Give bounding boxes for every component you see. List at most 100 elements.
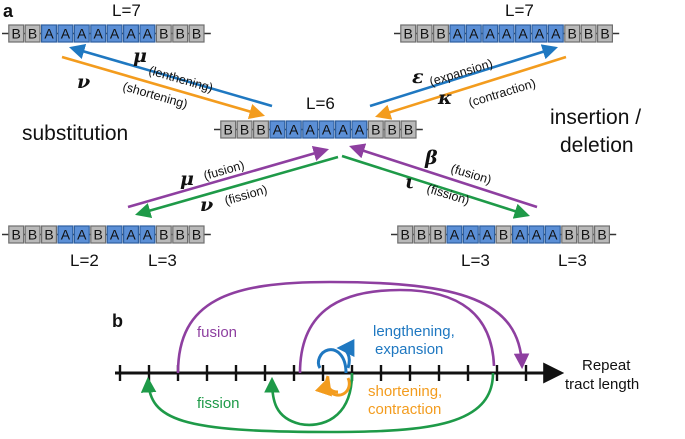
repeat-unit-cell bbox=[449, 24, 466, 43]
repeat-unit-cell bbox=[122, 24, 139, 43]
lengthening-label: lengthening, bbox=[373, 323, 455, 340]
cell-letter: B bbox=[568, 26, 577, 42]
arrow-fission-right bbox=[341, 154, 530, 219]
repeat-unit-cell bbox=[73, 24, 90, 43]
flank-unit-cell bbox=[24, 225, 41, 244]
cell-letter: A bbox=[44, 26, 54, 42]
length-bottom-right-2: L=3 bbox=[558, 251, 587, 270]
cell-letter: A bbox=[551, 26, 561, 42]
expansion-label: expansion bbox=[375, 341, 443, 358]
cell-letter: B bbox=[565, 227, 574, 243]
flank-unit-cell bbox=[577, 225, 594, 244]
repeat-unit-cell bbox=[351, 120, 368, 139]
cell-letter: A bbox=[77, 26, 87, 42]
cell-letter: B bbox=[12, 227, 21, 243]
arrow-shortening bbox=[61, 55, 265, 120]
cell-letter: A bbox=[273, 122, 283, 138]
arrow-fusion-left bbox=[127, 145, 329, 209]
panel-b-label: b bbox=[112, 311, 123, 331]
arrow-fission-left bbox=[134, 155, 339, 219]
flank-unit-cell bbox=[172, 24, 189, 43]
repeat-unit-cell bbox=[318, 120, 335, 139]
cell-letter: A bbox=[77, 227, 87, 243]
repeat-unit-cell bbox=[514, 24, 531, 43]
lengthening-loop bbox=[316, 348, 348, 374]
cell-letter: B bbox=[433, 227, 442, 243]
cell-letter: A bbox=[289, 122, 299, 138]
cell-letter: B bbox=[28, 227, 37, 243]
fusion-loop-outer bbox=[176, 280, 530, 374]
cell-letter: A bbox=[322, 122, 332, 138]
label-fission-right: (fission) bbox=[425, 181, 471, 207]
cell-letter: A bbox=[110, 227, 120, 243]
cell-letter: A bbox=[110, 26, 120, 42]
label-fusion-right: (fusion) bbox=[449, 161, 493, 187]
repeat-unit-cell bbox=[285, 120, 302, 139]
label-expansion: (expansion) bbox=[428, 56, 495, 88]
repeat-unit-cell bbox=[465, 24, 482, 43]
cell-letter: A bbox=[502, 26, 512, 42]
length-center: L=6 bbox=[306, 94, 335, 113]
repeat-unit-cell bbox=[139, 225, 156, 244]
repeat-unit-cell bbox=[528, 225, 545, 244]
repeat-unit-cell bbox=[544, 225, 561, 244]
symbol-iota: ι bbox=[405, 171, 414, 193]
cell-letter: A bbox=[450, 227, 460, 243]
flank-unit-cell bbox=[593, 225, 610, 244]
arrow-expansion bbox=[369, 44, 558, 108]
fission-loop-outer bbox=[140, 372, 495, 434]
flank-unit-cell bbox=[564, 24, 581, 43]
flank-unit-cell bbox=[8, 24, 25, 43]
cell-letter: B bbox=[256, 122, 265, 138]
fission-label: fission bbox=[197, 395, 240, 412]
cell-letter: B bbox=[44, 227, 53, 243]
repeat-unit-cell bbox=[90, 24, 107, 43]
flank-unit-cell bbox=[40, 225, 57, 244]
cell-letter: B bbox=[597, 227, 606, 243]
cell-letter: B bbox=[388, 122, 397, 138]
cell-letter: B bbox=[401, 227, 410, 243]
repeat-unit-cell bbox=[335, 120, 352, 139]
substitution-label: substitution bbox=[22, 122, 128, 145]
cell-letter: A bbox=[486, 26, 496, 42]
cell-letter: B bbox=[404, 26, 413, 42]
flank-unit-cell bbox=[90, 225, 107, 244]
repeat-unit-cell bbox=[511, 225, 528, 244]
axis-label-line2: tract length bbox=[565, 376, 639, 393]
repeat-unit-cell bbox=[57, 24, 74, 43]
repeat-unit-cell bbox=[482, 24, 499, 43]
contraction-label: contraction bbox=[368, 401, 441, 418]
repeat-unit-cell bbox=[547, 24, 564, 43]
symbol-beta: β bbox=[424, 147, 438, 169]
cell-letter: A bbox=[535, 26, 545, 42]
flank-unit-cell bbox=[188, 225, 205, 244]
repeat-unit-cell bbox=[139, 24, 156, 43]
symbol-mu-top: μ bbox=[133, 45, 147, 67]
flank-unit-cell bbox=[155, 225, 172, 244]
shortening-label: shortening, bbox=[368, 383, 442, 400]
arrow-contraction bbox=[375, 55, 567, 120]
cell-letter: A bbox=[126, 227, 136, 243]
flank-unit-cell bbox=[367, 120, 384, 139]
length-bottom-left-2: L=3 bbox=[148, 251, 177, 270]
repeat-unit-cell bbox=[122, 225, 139, 244]
repeat-unit-cell bbox=[106, 24, 123, 43]
flank-unit-cell bbox=[596, 24, 613, 43]
cell-letter: B bbox=[240, 122, 249, 138]
flank-unit-cell bbox=[24, 24, 41, 43]
flank-unit-cell bbox=[384, 120, 401, 139]
length-bottom-right-1: L=3 bbox=[461, 251, 490, 270]
panel-a-label: a bbox=[3, 1, 14, 21]
label-contraction: (contraction) bbox=[467, 76, 538, 110]
cell-letter: A bbox=[515, 227, 525, 243]
flank-unit-cell bbox=[172, 225, 189, 244]
shortening-arrowhead bbox=[314, 376, 339, 397]
cell-letter: A bbox=[532, 227, 542, 243]
flank-unit-cell bbox=[188, 24, 205, 43]
length-top-right: L=7 bbox=[505, 1, 534, 20]
flank-unit-cell bbox=[430, 225, 447, 244]
